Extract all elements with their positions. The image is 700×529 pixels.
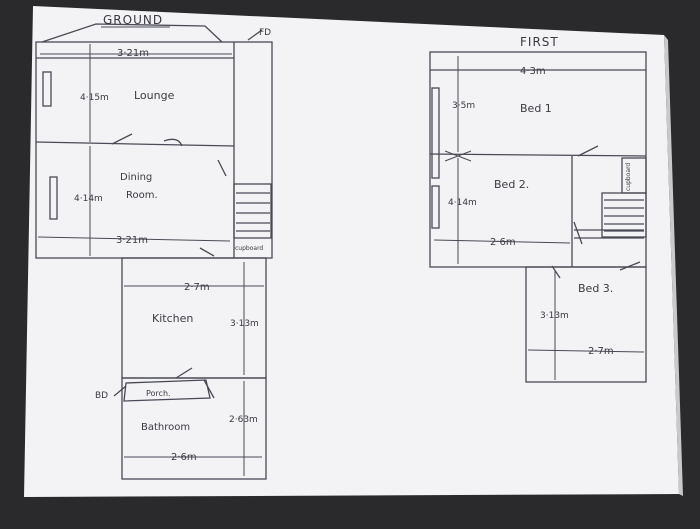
dim-lounge-width: 3·21m <box>117 48 149 59</box>
ground-floor-plan <box>35 23 273 480</box>
kitchen-label: Kitchen <box>152 312 193 325</box>
porch-door-swing <box>175 367 193 379</box>
ground-floor-title: GROUND <box>103 13 163 27</box>
ground-cupboard-label: cupboard <box>235 245 263 252</box>
bay-window <box>41 23 223 43</box>
porch-wall <box>123 379 211 402</box>
dim-dining-width: 3·21m <box>116 235 148 246</box>
door-swing-4 <box>199 247 215 257</box>
paper-shadow <box>664 35 683 496</box>
bed1-door-swing <box>577 145 599 157</box>
bed1-label: Bed 1 <box>520 102 552 115</box>
bathroom-outer-wall <box>121 377 267 480</box>
paper-sheet <box>24 6 679 497</box>
dim-bed3-depth: 3·13m <box>540 311 569 321</box>
dim-bathroom-width: 2·6m <box>171 452 197 463</box>
lounge-window <box>42 71 52 107</box>
bed2-label: Bed 2. <box>494 178 529 191</box>
dining-room-label-line2: Room. <box>126 190 158 201</box>
dining-room-label: Dining Room. <box>120 172 158 201</box>
bathroom-label: Bathroom <box>141 422 190 433</box>
bed3-outer-wall <box>525 266 647 383</box>
first-cupboard-label: cupboard <box>625 163 632 191</box>
door-swing-3 <box>217 159 227 177</box>
dim-bathroom-depth: 2·63m <box>229 415 258 425</box>
dim-lounge-depth: 4·15m <box>80 93 109 103</box>
front-door-label: FD <box>259 28 271 38</box>
porch-swing <box>203 379 215 399</box>
bed1-window <box>431 87 440 179</box>
dim-bed1-width: 4·3m <box>520 66 546 77</box>
door-swing-2 <box>163 138 183 147</box>
bed3-label: Bed 3. <box>578 282 613 295</box>
bed2-door-swing-2 <box>551 265 561 279</box>
dining-window <box>49 176 58 220</box>
porch-label: Porch. <box>146 389 171 398</box>
ground-dimension-lines <box>37 44 264 476</box>
dim-kitchen-width: 2·7m <box>184 282 210 293</box>
lounge-dining-divider <box>35 141 235 147</box>
bed3-door-swing <box>619 261 641 271</box>
dim-bed3-width: 2·7m <box>588 346 614 357</box>
ground-stairs <box>233 183 272 239</box>
dim-bed2-width: 2·6m <box>490 237 516 248</box>
dining-room-label-line1: Dining <box>120 172 152 183</box>
front-door-swing <box>247 29 263 41</box>
back-door-mark <box>113 385 127 397</box>
dim-bed2-depth: 4·14m <box>448 198 477 208</box>
first-floor-title: FIRST <box>520 35 559 49</box>
first-stairs <box>601 192 647 238</box>
dim-dining-depth: 4·14m <box>74 194 103 204</box>
lounge-label: Lounge <box>134 89 175 102</box>
door-swing-1 <box>111 133 133 145</box>
back-door-label: BD <box>95 391 108 401</box>
dim-kitchen-depth: 3·13m <box>230 319 259 329</box>
bed2-window <box>431 185 440 229</box>
dim-bed1-depth: 3·5m <box>452 101 475 111</box>
bed1-bed2-divider <box>429 153 647 157</box>
first-dimension-lines <box>432 56 645 380</box>
bed2-door-swing <box>573 221 583 245</box>
